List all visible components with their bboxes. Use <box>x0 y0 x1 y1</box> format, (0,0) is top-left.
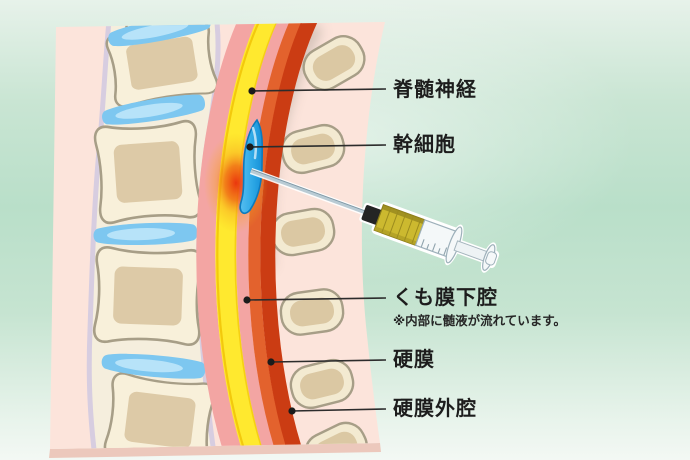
leader-dot <box>248 87 256 95</box>
barrel-graduations <box>420 239 448 256</box>
vertebra <box>92 119 204 225</box>
intervertebral-disc <box>93 221 198 247</box>
spinous-process <box>302 35 366 91</box>
leader-dot <box>288 407 296 415</box>
leader-dot <box>246 143 254 151</box>
intervertebral-disc <box>100 91 207 129</box>
plunger-cap <box>485 251 498 266</box>
needle <box>250 169 369 216</box>
fluid-graduations <box>381 207 422 244</box>
csf-band-inner <box>196 22 262 449</box>
syringe-illustration <box>249 167 500 273</box>
leader-dot <box>243 296 251 304</box>
syringe-barrel-shade <box>374 226 417 246</box>
spinous-process <box>289 358 355 410</box>
intervertebral-disc <box>100 350 207 382</box>
leader-dot <box>267 358 275 366</box>
leader-line-spinal-nerve <box>251 88 387 92</box>
leader-line-subarachnoid <box>246 297 387 301</box>
spinous-process <box>270 207 336 257</box>
vertebra <box>104 22 220 110</box>
leader-dots <box>243 87 296 415</box>
leader-lines <box>246 88 387 412</box>
label-spinal-nerve: 脊髄神経 <box>393 79 477 101</box>
label-epidural-space: 硬膜外腔 <box>393 398 477 420</box>
dura-mater-band <box>260 22 322 449</box>
syringe-barrel-shade <box>381 204 425 225</box>
label-subarachnoid-space: くも膜下腔 <box>393 287 498 309</box>
needle-edge <box>251 169 369 213</box>
spinous-process <box>304 421 368 449</box>
stem-cell-cluster <box>239 118 264 214</box>
spinous-process <box>280 123 346 175</box>
label-dura-mater: 硬膜 <box>393 349 435 371</box>
intervertebral-disc <box>106 22 213 51</box>
label-subarachnoid-note: ※内部に髄液が流れています。 <box>393 314 567 328</box>
leader-line-dura <box>270 359 387 363</box>
leader-line-stem-cell <box>249 144 387 148</box>
vertebra <box>92 245 204 347</box>
vertebra <box>102 371 218 449</box>
spinous-process <box>279 288 345 336</box>
leader-line-epidural <box>291 408 387 412</box>
label-stem-cell: 幹細胞 <box>393 134 456 156</box>
panel-edge-strip <box>49 443 381 458</box>
